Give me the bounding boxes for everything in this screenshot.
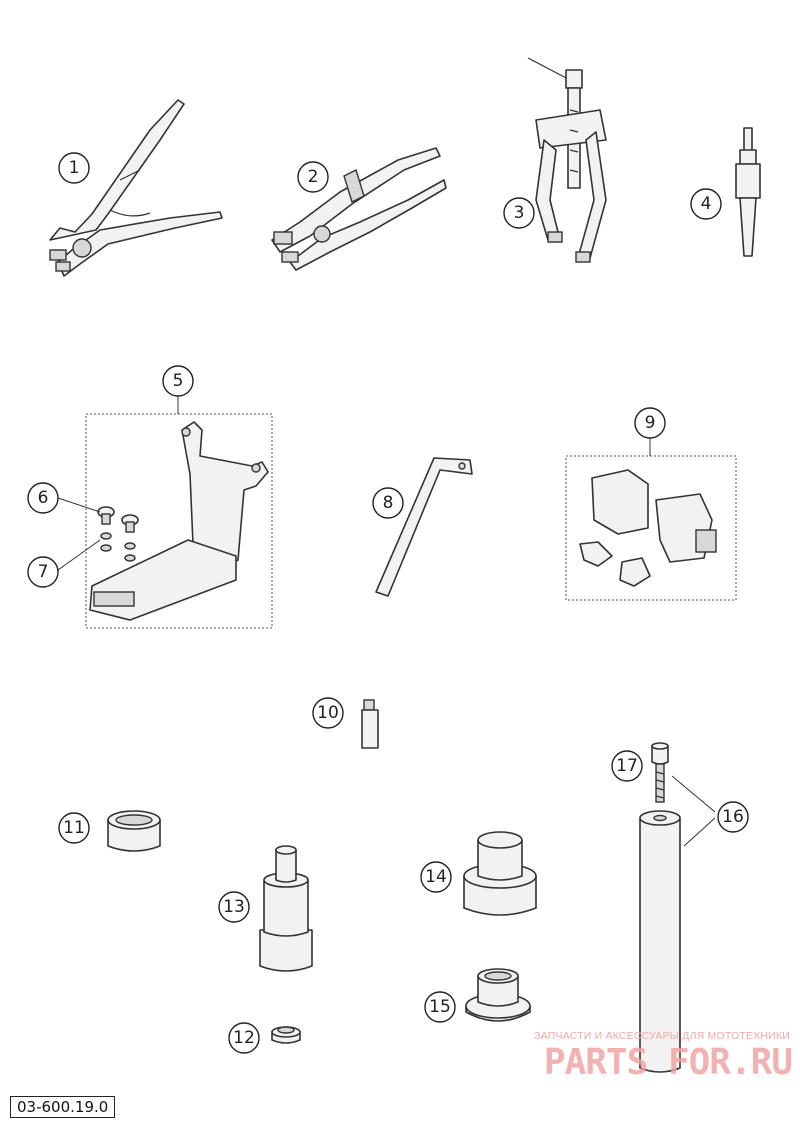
callout-2: 2 <box>297 161 329 193</box>
diagram-code: 03-600.19.0 <box>10 1096 116 1118</box>
part-15-drift <box>465 968 531 1022</box>
svg-text:9: 9 <box>645 413 656 433</box>
part-5-box <box>85 413 273 629</box>
svg-text:16: 16 <box>722 807 744 827</box>
part-7-nuts <box>100 532 136 562</box>
part-3-puller <box>527 57 607 263</box>
svg-text:11: 11 <box>63 818 85 838</box>
part-9-tool-kit <box>579 469 717 587</box>
svg-text:17: 17 <box>616 756 638 776</box>
watermark-brand: PARTS FOR.RU <box>543 1042 793 1083</box>
svg-text:15: 15 <box>429 997 451 1017</box>
callout-10: 10 <box>312 697 344 729</box>
svg-text:2: 2 <box>308 167 319 187</box>
part-6-bolts <box>97 506 139 533</box>
callout-5: 5 <box>162 365 194 397</box>
svg-text:13: 13 <box>223 897 245 917</box>
svg-text:4: 4 <box>701 194 712 214</box>
callout-8: 8 <box>372 487 404 519</box>
svg-text:6: 6 <box>38 488 49 508</box>
part-13-drift <box>259 845 313 972</box>
callout-14: 14 <box>420 861 452 893</box>
callout-17: 17 <box>611 750 643 782</box>
part-9-box <box>565 455 737 601</box>
part-14-drift <box>463 831 537 916</box>
part-11-ring <box>107 810 161 852</box>
callout-4: 4 <box>690 188 722 220</box>
callout-13: 13 <box>218 891 250 923</box>
svg-text:1: 1 <box>69 158 80 178</box>
callout-1: 1 <box>58 152 90 184</box>
leader-lines <box>57 396 716 847</box>
svg-text:5: 5 <box>173 371 184 391</box>
svg-text:3: 3 <box>514 203 525 223</box>
part-12-cap <box>271 1026 301 1044</box>
part-2-pliers <box>271 147 447 271</box>
callout-15: 15 <box>424 991 456 1023</box>
svg-text:10: 10 <box>317 703 339 723</box>
callout-3: 3 <box>503 197 535 229</box>
part-5-engine-stand <box>89 421 269 621</box>
callout-9: 9 <box>634 407 666 439</box>
callout-7: 7 <box>27 556 59 588</box>
svg-text:7: 7 <box>38 562 49 582</box>
part-1-pliers <box>49 99 223 277</box>
part-8-holding-bar <box>375 457 473 597</box>
watermark-tagline: ЗАПЧАСТИ И АКСЕССУАРЫ ДЛЯ МОТОТЕХНИКИ <box>534 1030 790 1042</box>
part-17-bolt <box>651 742 669 803</box>
callout-11: 11 <box>58 812 90 844</box>
svg-text:8: 8 <box>383 493 394 513</box>
callout-16: 16 <box>717 801 749 833</box>
part-10-pin <box>361 699 379 749</box>
svg-text:14: 14 <box>425 867 447 887</box>
callout-12: 12 <box>228 1022 260 1054</box>
svg-text:12: 12 <box>233 1028 255 1048</box>
callout-6: 6 <box>27 482 59 514</box>
part-16-cylinder <box>639 810 681 1073</box>
part-4-slide-hammer <box>735 127 761 257</box>
